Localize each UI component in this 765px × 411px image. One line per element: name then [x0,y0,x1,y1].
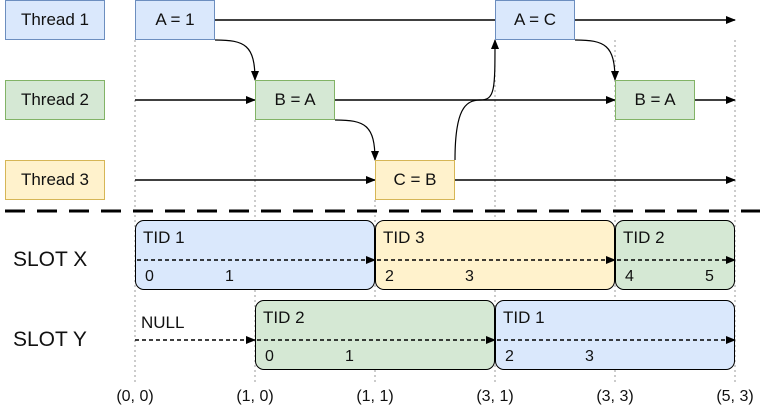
segment-tid: TID 3 [383,228,425,247]
coord-label: (5, 3) [716,388,754,405]
slot-x-segment-1: TID 1 0 1 [135,220,375,290]
tick-label: 0 [265,348,274,365]
slot-x-segment-2: TID 3 2 3 [375,220,615,290]
tick-label: 4 [625,268,634,285]
coord-label: (3, 3) [596,388,634,405]
slot-x-segment-3: TID 2 4 5 [615,220,735,290]
slot-y-segment-2: TID 1 2 3 [495,300,735,370]
coord-label: (1, 0) [236,388,274,405]
thread2-label: Thread 2 [5,80,105,120]
tick-label: 2 [505,348,514,365]
op-t1-a: A = 1 [135,0,215,40]
op-t2-b: B = A [615,80,695,120]
tick-label: 1 [345,348,354,365]
thread1-label: Thread 1 [5,0,105,40]
dep-arrow-4 [574,39,619,81]
dep-arrow-2 [334,119,379,161]
segment-tid: TID 1 [503,308,545,327]
thread3-label: Thread 3 [5,160,105,200]
dep-arrow-3 [454,39,499,161]
segment-tid: TID 2 [263,308,305,327]
segment-tid: TID 1 [143,228,185,247]
tick-label: 5 [705,268,714,285]
tick-label: 2 [385,268,394,285]
segment-tid: TID 2 [623,228,665,247]
tick-label: 1 [225,268,234,285]
tick-label: 0 [145,268,154,285]
coord-label: (0, 0) [116,388,154,405]
op-t3-a: C = B [375,160,455,200]
slot-x-label: SLOT X [13,248,88,271]
tick-label: 3 [585,348,594,365]
coord-label: (1, 1) [356,388,394,405]
tick-label: 3 [465,268,474,285]
op-t2-a: B = A [255,80,335,120]
slot-y-label: SLOT Y [13,328,87,351]
null-label: NULL [141,313,185,332]
op-t1-b: A = C [495,0,575,40]
coord-label: (3, 1) [476,388,514,405]
slot-y-segment-1: TID 2 0 1 [255,300,495,370]
dep-arrow-1 [214,39,259,81]
